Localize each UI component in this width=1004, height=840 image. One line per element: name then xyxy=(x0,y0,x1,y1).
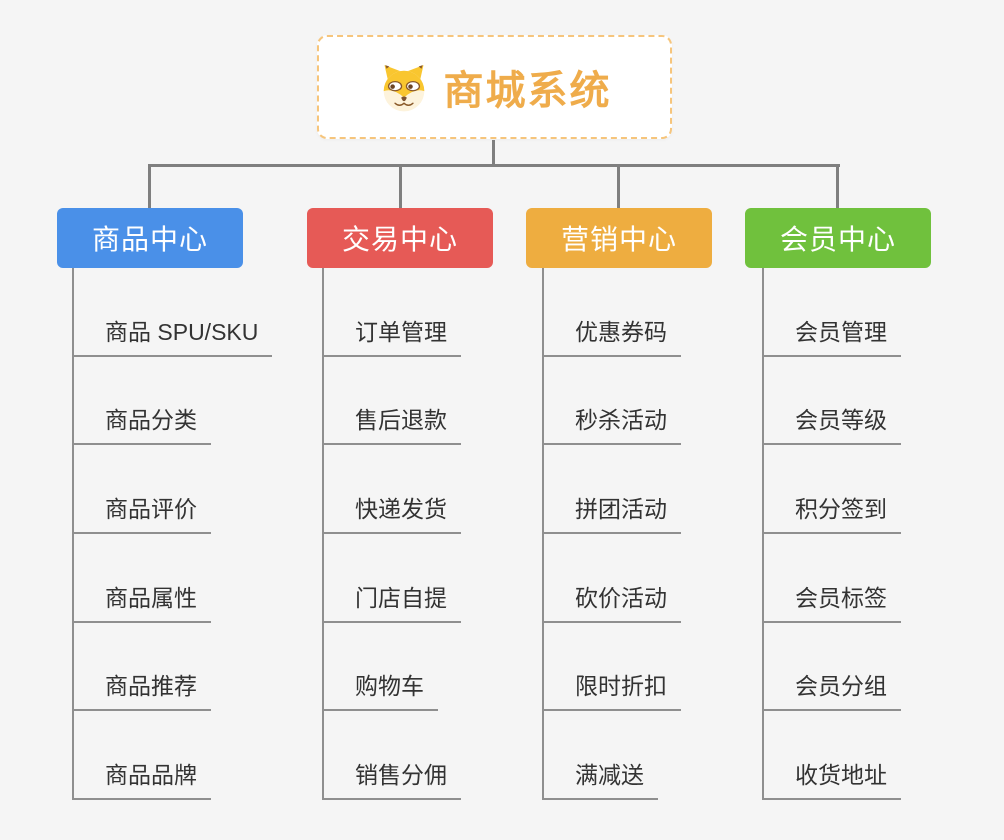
root-label: 商城系统 xyxy=(443,69,612,113)
topic-item[interactable]: 门店自提 xyxy=(322,579,461,623)
connector-line xyxy=(399,164,402,210)
branch-children-product-center: 商品 SPU/SKU 商品分类 商品评价 商品属性 商品推荐 商品品牌 xyxy=(72,268,273,801)
topic-item[interactable]: 拼团活动 xyxy=(542,490,681,535)
branch-label: 会员中心 xyxy=(779,224,896,255)
topic-item[interactable]: 商品品牌 xyxy=(72,756,211,801)
branch-children-marketing-center: 优惠券码 秒杀活动 拼团活动 砍价活动 限时折扣 满减送 xyxy=(542,268,681,801)
topic-item[interactable]: 商品分类 xyxy=(72,401,211,446)
topic-item[interactable]: 商品 SPU/SKU xyxy=(72,313,273,357)
topic-item[interactable]: 销售分佣 xyxy=(322,756,461,801)
topic-item[interactable]: 会员管理 xyxy=(762,313,901,357)
topic-item[interactable]: 会员等级 xyxy=(762,401,901,446)
branch-label: 商品中心 xyxy=(91,224,208,255)
topic-item[interactable]: 商品评价 xyxy=(72,490,211,535)
topic-item[interactable]: 会员分组 xyxy=(762,667,901,712)
root-node[interactable]: 商城系统 xyxy=(317,35,672,139)
topic-item[interactable]: 砍价活动 xyxy=(542,579,681,623)
doge-icon xyxy=(383,65,424,112)
connector-line xyxy=(492,140,495,165)
branch-label: 营销中心 xyxy=(560,224,677,255)
branch-node-trade-center[interactable]: 交易中心 xyxy=(307,208,493,268)
connector-line xyxy=(836,164,839,210)
branch-node-product-center[interactable]: 商品中心 xyxy=(57,208,243,268)
topic-item[interactable]: 满减送 xyxy=(542,756,658,801)
topic-item[interactable]: 商品推荐 xyxy=(72,667,211,712)
topic-item[interactable]: 积分签到 xyxy=(762,490,901,535)
topic-item[interactable]: 快递发货 xyxy=(322,490,461,535)
topic-item[interactable]: 秒杀活动 xyxy=(542,401,681,446)
connector-line xyxy=(148,164,151,210)
branch-children-member-center: 会员管理 会员等级 积分签到 会员标签 会员分组 收货地址 xyxy=(762,268,901,801)
branch-node-marketing-center[interactable]: 营销中心 xyxy=(526,208,712,268)
topic-item[interactable]: 订单管理 xyxy=(322,313,461,357)
topic-item[interactable]: 优惠券码 xyxy=(542,313,681,357)
topic-item[interactable]: 限时折扣 xyxy=(542,667,681,712)
branch-children-trade-center: 订单管理 售后退款 快递发货 门店自提 购物车 销售分佣 xyxy=(322,268,461,801)
branch-label: 交易中心 xyxy=(341,224,458,255)
topic-item[interactable]: 收货地址 xyxy=(762,756,901,801)
branch-node-member-center[interactable]: 会员中心 xyxy=(745,208,931,268)
topic-item[interactable]: 售后退款 xyxy=(322,401,461,446)
topic-item[interactable]: 会员标签 xyxy=(762,579,901,623)
connector-line xyxy=(617,164,620,210)
topic-item[interactable]: 商品属性 xyxy=(72,579,211,623)
connector-line xyxy=(148,164,840,167)
topic-item[interactable]: 购物车 xyxy=(322,667,438,712)
